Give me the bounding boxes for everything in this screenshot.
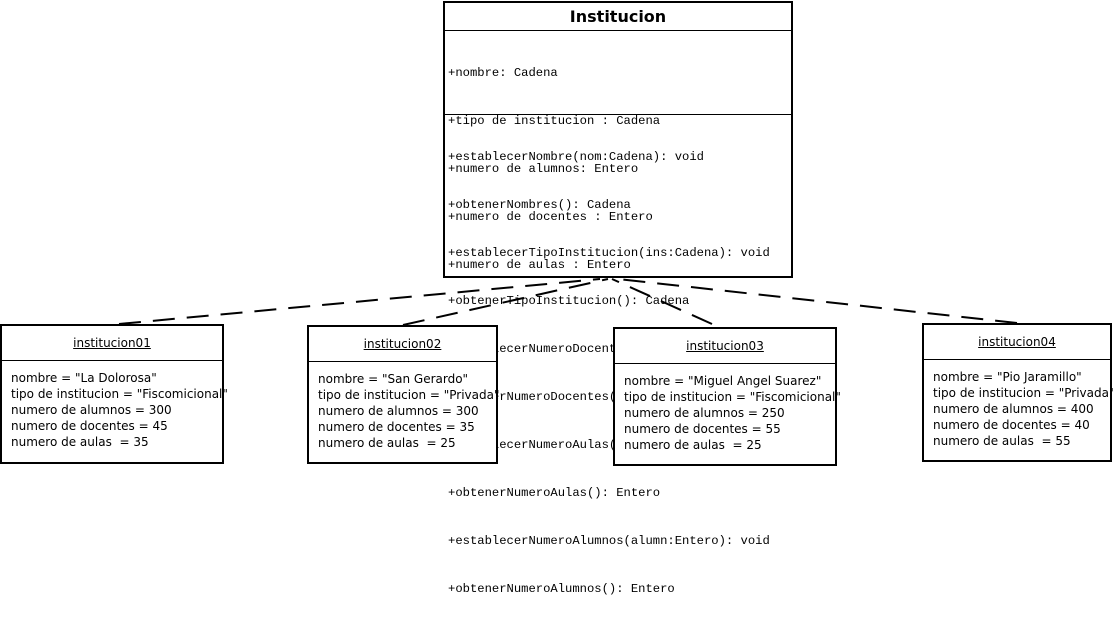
object-institucion01[interactable]: institucion01 nombre = "La Dolorosa" tip…	[0, 324, 228, 464]
object-institucion03[interactable]: institucion03 nombre = "Miguel Angel Sua…	[613, 327, 841, 466]
slot: nombre = "Pio Jaramillo"	[933, 370, 1082, 384]
slot: nombre = "San Gerardo"	[318, 372, 469, 386]
slot: tipo de institucion = "Privada"	[318, 388, 500, 402]
object-name-text: institucion03	[686, 339, 764, 353]
attribute: +numero de alumnos: Entero	[448, 162, 639, 176]
object-name: institucion04	[924, 325, 1110, 360]
object-institucion02[interactable]: institucion02 nombre = "San Gerardo" tip…	[307, 325, 500, 464]
slot: numero de alumnos = 400	[933, 402, 1094, 416]
method: +establecerNombre(nom:Cadena): void	[448, 150, 704, 164]
object-slots: nombre = "San Gerardo" tipo de instituci…	[309, 362, 500, 451]
object-institucion04[interactable]: institucion04 nombre = "Pio Jaramillo" t…	[922, 323, 1113, 462]
connector-institucion02	[402, 278, 609, 326]
slot: numero de aulas = 55	[933, 434, 1071, 448]
slot: numero de aulas = 25	[318, 436, 456, 450]
slot: numero de docentes = 45	[11, 419, 168, 433]
slot: nombre = "La Dolorosa"	[11, 371, 157, 385]
method: +obtenerTipoInstitucion(): Cadena	[448, 294, 690, 308]
attribute: +numero de aulas : Entero	[448, 258, 631, 272]
slot: tipo de institucion = "Fiscomicional"	[11, 387, 228, 401]
method: +establecerNumeroAlumnos(alumn:Entero): …	[448, 534, 770, 548]
instance-connectors	[118, 278, 1018, 326]
class-name: Institucion	[445, 3, 791, 31]
slot: numero de aulas = 25	[624, 438, 762, 452]
slot: numero de alumnos = 250	[624, 406, 785, 420]
object-slots: nombre = "Pio Jaramillo" tipo de institu…	[924, 360, 1113, 449]
slot: numero de docentes = 40	[933, 418, 1090, 432]
slot: numero de alumnos = 300	[318, 404, 479, 418]
attribute: +numero de docentes : Entero	[448, 210, 653, 224]
class-attributes: +nombre: Cadena +tipo de institucion : C…	[445, 31, 791, 272]
class-institucion[interactable]: Institucion +nombre: Cadena +tipo de ins…	[443, 1, 793, 596]
object-name: institucion02	[309, 327, 496, 362]
attribute: +nombre: Cadena	[448, 66, 558, 80]
object-name-text: institucion04	[978, 335, 1056, 349]
slot: numero de docentes = 35	[318, 420, 475, 434]
slot: nombre = "Miguel Angel Suarez"	[624, 374, 822, 388]
slot: numero de alumnos = 300	[11, 403, 172, 417]
slot: tipo de institucion = "Privada"	[933, 386, 1113, 400]
method: +establecerTipoInstitucion(ins:Cadena): …	[448, 246, 770, 260]
method: +obtenerNumeroAlumnos(): Entero	[448, 582, 675, 596]
connector-institucion03	[611, 278, 713, 325]
method: +obtenerNombres(): Cadena	[448, 198, 631, 212]
object-name: institucion01	[2, 326, 222, 361]
slot: numero de aulas = 35	[11, 435, 149, 449]
object-name-text: institucion02	[363, 337, 442, 351]
slot: tipo de institucion = "Fiscomicional"	[624, 390, 841, 404]
object-slots: nombre = "Miguel Angel Suarez" tipo de i…	[615, 364, 841, 453]
attribute: +tipo de institucion : Cadena	[448, 114, 661, 128]
connector-institucion01	[118, 278, 601, 325]
method: +obtenerNumeroAulas(): Entero	[448, 486, 661, 500]
object-name-text: institucion01	[73, 336, 151, 350]
slot: numero de docentes = 55	[624, 422, 781, 436]
object-name: institucion03	[615, 329, 835, 364]
object-slots: nombre = "La Dolorosa" tipo de instituci…	[2, 361, 228, 450]
